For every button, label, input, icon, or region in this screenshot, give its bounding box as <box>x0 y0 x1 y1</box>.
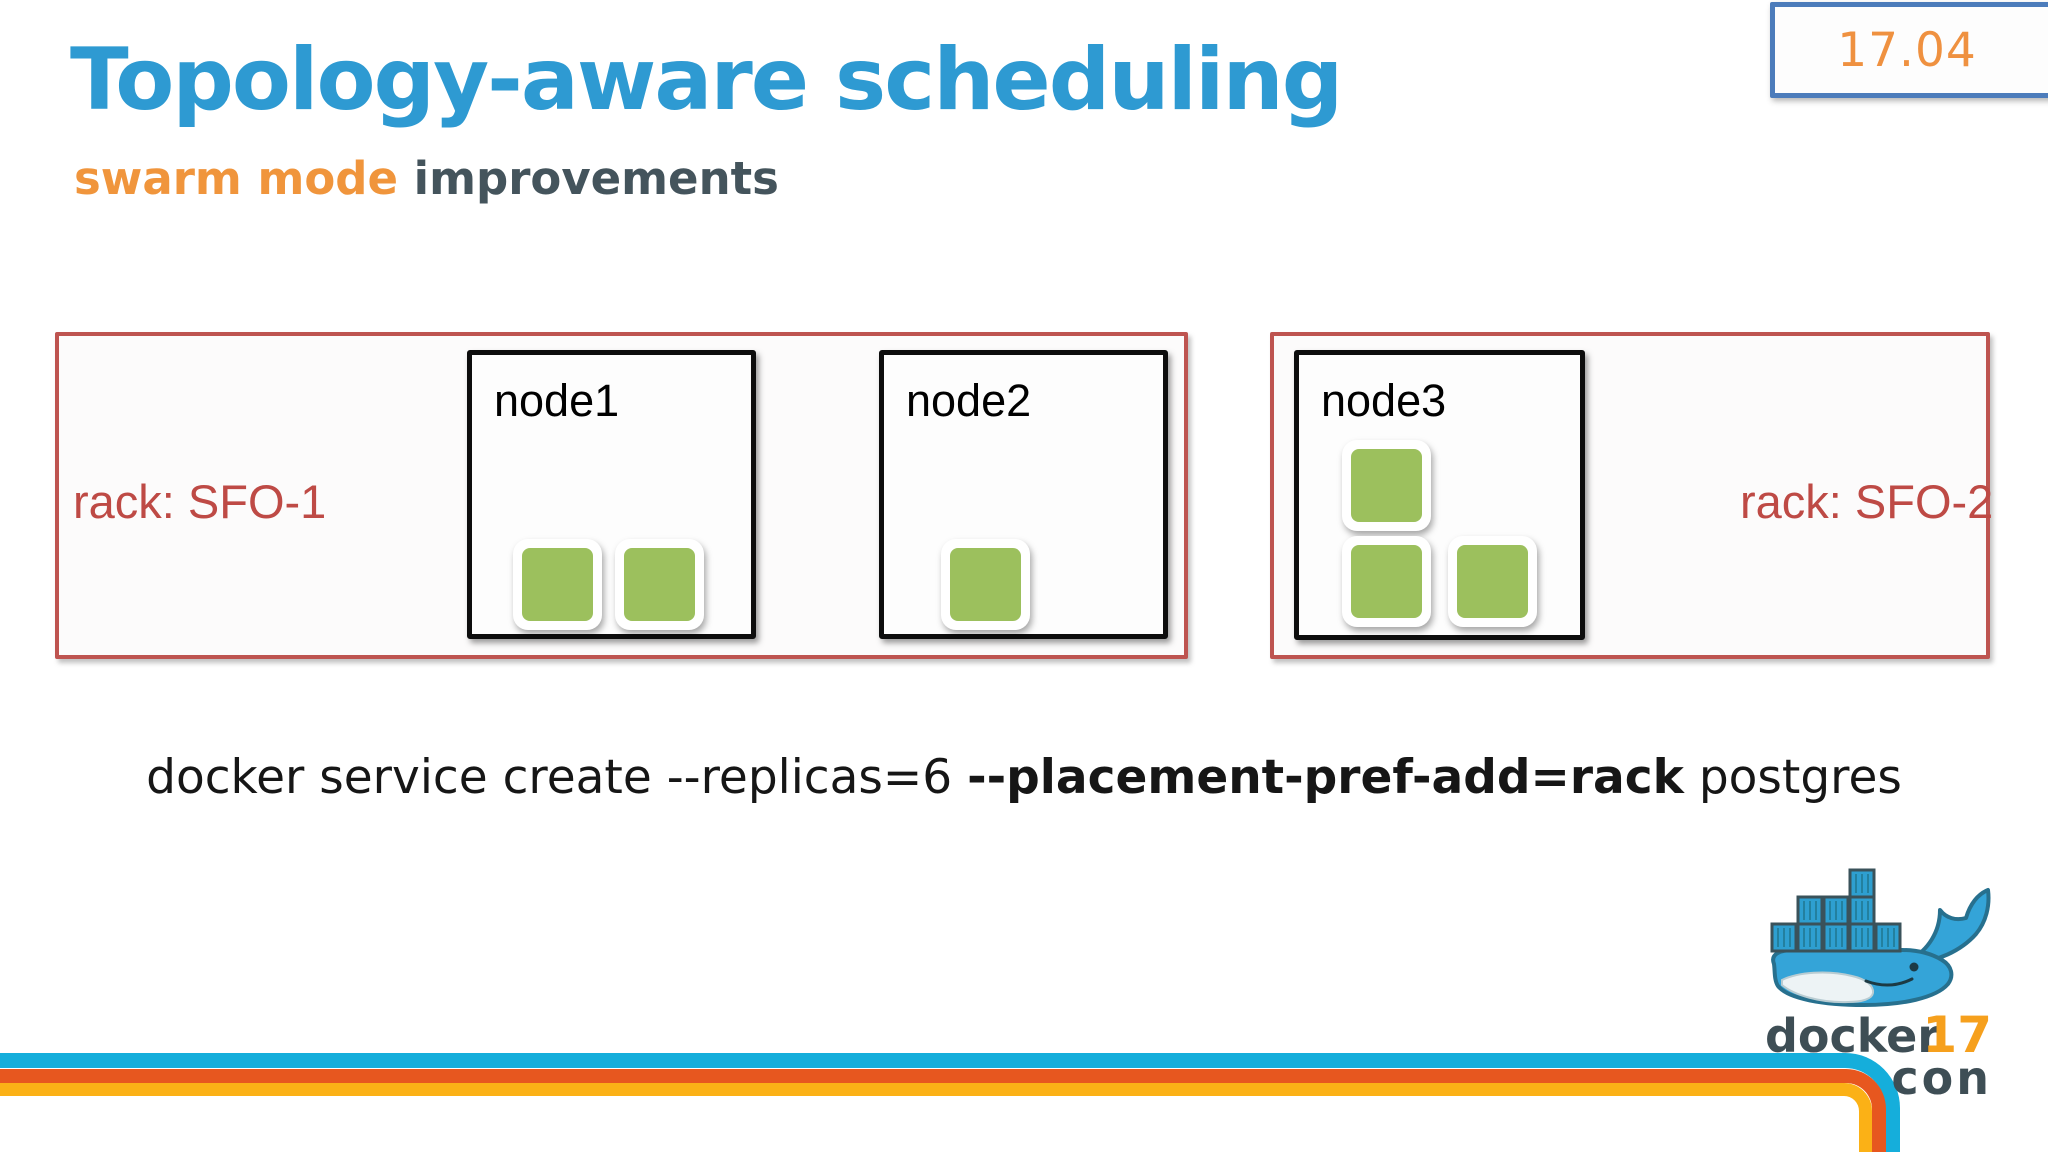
subtitle-highlight: swarm mode <box>74 152 399 205</box>
stripe-orange <box>0 1069 1886 1152</box>
rack-sfo-2-label: rack: SFO-2 <box>1740 475 1994 528</box>
node2-label: node2 <box>906 375 1032 426</box>
rack-sfo-2: rack: SFO-2 node3 <box>1270 332 1994 659</box>
node3-box: node3 <box>1294 350 1585 640</box>
version-badge: 17.04 <box>1770 2 2048 98</box>
task-square <box>615 539 704 630</box>
command-start: docker service create --replicas=6 <box>146 750 968 805</box>
whale-belly-icon <box>1781 971 1875 1004</box>
task-square <box>1342 536 1431 627</box>
command-end: postgres <box>1683 750 1902 805</box>
task-square <box>1342 440 1431 531</box>
version-text: 17.04 <box>1837 22 1977 78</box>
logo-word-docker: docker <box>1765 1009 1940 1063</box>
logo-year: 17 <box>1922 1006 1992 1064</box>
node1-box: node1 <box>467 350 756 639</box>
task-square <box>513 539 602 630</box>
node3-label: node3 <box>1321 375 1447 426</box>
task-square <box>1448 536 1537 627</box>
node1-label: node1 <box>494 375 620 426</box>
container-ridges-icon <box>1777 874 1895 947</box>
page-subtitle: swarm mode improvements <box>74 152 779 205</box>
logo-word-con: con <box>1891 1051 1992 1104</box>
whale-tail-icon <box>1908 888 1991 965</box>
page-title: Topology-aware scheduling <box>70 30 1343 130</box>
subtitle-rest: improvements <box>398 152 779 205</box>
whale-smile-icon <box>1864 977 1914 987</box>
task-square <box>941 539 1030 630</box>
rack-sfo-1-label: rack: SFO-1 <box>73 475 327 528</box>
docker-command: docker service create --replicas=6 --pla… <box>0 750 2048 805</box>
stripe-yellow <box>0 1083 1872 1152</box>
rack-sfo-1: rack: SFO-1 node1 node2 <box>55 332 1188 659</box>
command-bold-flag: --placement-pref-add=rack <box>967 750 1684 805</box>
node2-box: node2 <box>879 350 1168 639</box>
whale-eye-icon <box>1909 962 1919 972</box>
dockercon-logo: docker 17 con <box>1765 868 1992 1104</box>
